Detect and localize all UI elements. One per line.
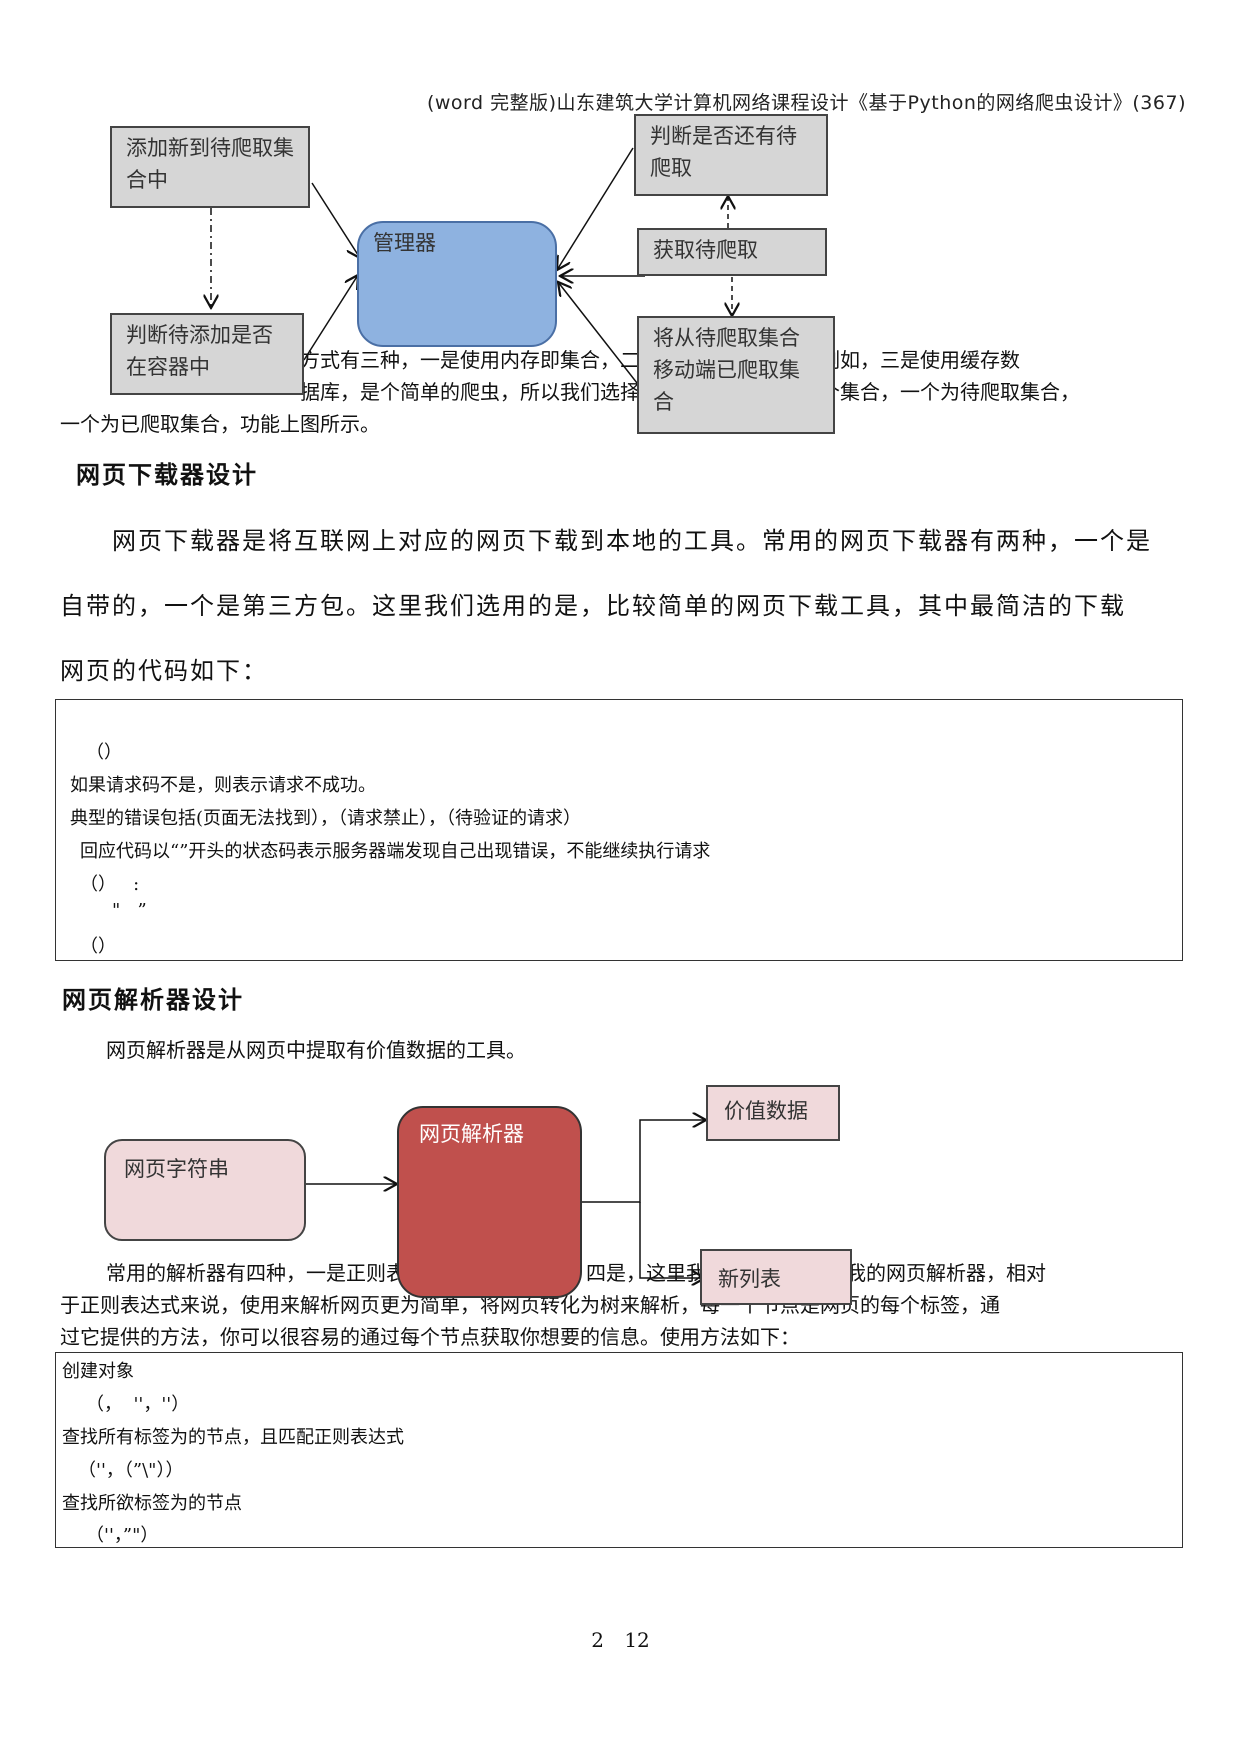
document-header: (word 完整版)山东建筑大学计算机网络课程设计《基于Python的网络爬虫设… — [426, 92, 1186, 114]
move-to-crawled-box: 将从待爬取集合移动端已爬取集合 — [637, 316, 835, 434]
page-number: 2 12 — [591, 1628, 650, 1652]
manager-box: 管理器 — [357, 221, 557, 347]
code-line: 查找所有标签为的节点，且匹配正则表达式 — [62, 1427, 404, 1448]
code-line: （， ''，''） — [86, 1394, 190, 1415]
para4-line2: 于正则表达式来说，使用来解析网页更为简单，将网页转化为树来解析，每一个节点是网页… — [60, 1293, 1000, 1317]
code-line: " ” — [112, 900, 147, 921]
para4-line1: 常用的解析器有四种，一是正则表达式，二是，三是，四是，这里我们选用的是作为我的网… — [106, 1257, 1236, 1286]
para2-line3: 网页的代码如下： — [60, 657, 268, 685]
code-block-downloader: （） 如果请求码不是，则表示请求不成功。 典型的错误包括(页面无法找到），（请求… — [55, 699, 1183, 961]
valuable-data-box: 价值数据 — [706, 1085, 840, 1141]
code-line: 回应代码以“”开头的状态码表示服务器端发现自己出现错误，不能继续执行请求 — [80, 841, 711, 862]
code-line: （''，（”\"）） — [78, 1460, 184, 1481]
code-line: 典型的错误包括(页面无法找到），（请求禁止），（待验证的请求） — [70, 808, 582, 829]
para1-line3: 一个为已爬取集合，功能上图所示。 — [60, 412, 380, 436]
para2-line1: 网页下载器是将互联网上对应的网页下载到本地的工具。常用的网页下载器有两种，一个是 — [112, 527, 1152, 555]
page-string-box: 网页字符串 — [104, 1139, 306, 1241]
check-remaining-box: 判断是否还有待爬取 — [634, 114, 828, 196]
new-list-box: 新列表 — [700, 1249, 852, 1305]
para2-line2: 自带的，一个是第三方包。这里我们选用的是，比较简单的网页下载工具，其中最简洁的下… — [60, 592, 1126, 620]
code-line: （） — [80, 936, 116, 957]
code-block-parser: 创建对象 （， ''，''） 查找所有标签为的节点，且匹配正则表达式 （''，（… — [55, 1352, 1183, 1548]
get-pending-box: 获取待爬取 — [637, 228, 827, 276]
diagram1-arrows — [0, 147, 1241, 384]
code-line: 如果请求码不是，则表示请求不成功。 — [70, 775, 376, 796]
code-line: （） — [86, 742, 122, 763]
code-line: 创建对象 — [62, 1361, 134, 1382]
code-line: （''，”"） — [86, 1525, 159, 1546]
add-new-box: 添加新到待爬取集合中 — [110, 126, 310, 208]
parser-box: 网页解析器 — [397, 1106, 582, 1298]
check-in-container-box: 判断待添加是否在容器中 — [110, 313, 304, 395]
para4-line3: 过它提供的方法，你可以很容易的通过每个节点获取你想要的信息。使用方法如下： — [60, 1325, 800, 1349]
code-line: （） : — [80, 874, 140, 895]
heading-downloader: 网页下载器设计 — [76, 461, 258, 489]
para3: 网页解析器是从网页中提取有价值数据的工具。 — [106, 1038, 526, 1062]
heading-parser: 网页解析器设计 — [62, 986, 244, 1014]
code-line: 查找所欲标签为的节点 — [62, 1493, 242, 1514]
